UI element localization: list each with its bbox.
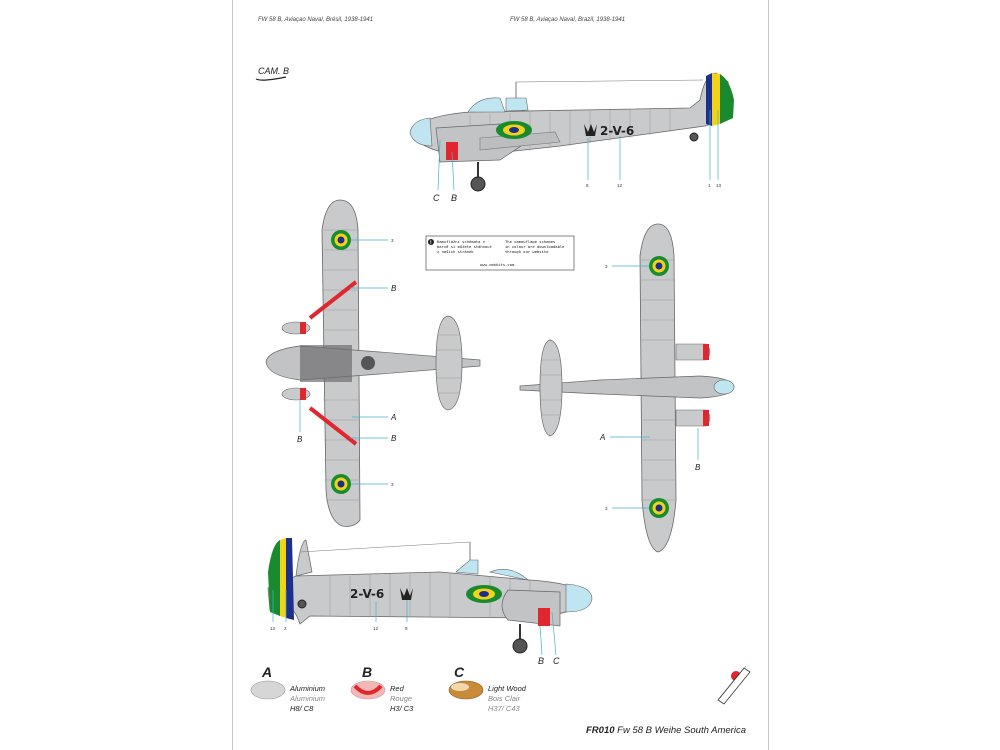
plan-view-underside: 3 A B 3 [519,223,735,553]
manufacturer-logo [717,665,751,705]
legend-b-code: H3/ C3 [390,704,414,713]
info-icon [428,239,434,245]
legend-b-fr: Rouge [390,694,413,703]
side-view-left-facing: 2-V-6 C B 8 12 1 13 [409,72,734,203]
note-cz-2: barvě si můžete stáhnout [437,244,492,249]
kit-title: FR010 Fw 58 B Weihe South America [586,725,746,736]
callout-B-bottom: B [538,656,544,666]
note-en-3: through our website [505,249,549,254]
plan-view-upper: 3 B A B 3 B [265,199,481,527]
callout-lines-under [610,265,699,509]
registration-top: 2-V-6 [600,124,634,138]
legend-c-en: Light Wood [488,684,526,693]
note-url[interactable]: www.cmkkits.com [480,262,515,267]
callout-12-bottom: 12 [373,626,379,631]
roundel-under-top [649,256,669,276]
tailplane-plan [435,315,463,411]
kit-name: Fw 58 B Weihe South America [617,725,746,736]
camouflage-label: CAM. B [258,66,290,76]
wing-ribs [323,229,360,501]
note-en-1: The camouflage schemes [505,239,555,244]
legend-text-c: Light Wood Bois Clair H37/ C43 [488,684,526,714]
cockpit-area [300,345,352,382]
gun-ring [361,356,375,370]
legend-code-c: C [454,664,465,680]
callout-B-plan-b: B [391,434,397,443]
header-left: FW 58 B, Aviaçao Naval, Brésil, 1938-194… [258,17,374,23]
tailplane-under [539,339,563,437]
roundel-upper-left [331,230,351,250]
tail-wheel [689,132,699,142]
callout-C-bottom: C [553,656,560,666]
red-stripe-lower [308,406,358,446]
kit-code: FR010 [586,725,615,736]
callout-3-plan-b: 3 [391,482,394,487]
callout-2-bottom: 2 [284,626,287,631]
callout-3-under-b: 3 [605,506,608,511]
main-wheel [470,176,486,192]
note-cz-3: z našich stránek [437,249,474,254]
gun-position [505,97,529,112]
callout-9-bottom: 9 [405,626,408,631]
legend-text-a: Aluminium Aluminium H8/ C8 [290,684,325,714]
note-en-2: in colour are downloadable [505,244,565,249]
registration-bottom: 2-V-6 [350,587,384,601]
legend-a-en: Aluminium [290,684,326,693]
callout-13-top: 13 [716,183,722,188]
rudder-stripes [720,74,734,124]
callout-lines-plan [299,239,388,485]
legend-code-b: B [362,664,373,680]
swatch-red [350,680,386,700]
callout-12-top: 12 [617,183,623,188]
nose-glazing-under [713,379,735,395]
callout-lines-top [437,110,719,191]
red-stripe-upper [308,280,358,320]
note-cz-1: Kamuflážní schémata v [437,239,486,244]
legend-c-fr: Bois Clair [488,694,521,703]
header-right: FW 58 B, Aviaçao Naval, Brazil, 1938-194… [510,17,626,23]
roundel-under-bottom [649,498,669,518]
callout-B-under: B [695,463,701,472]
red-band-bottom [538,608,550,626]
svg-text:!: ! [430,240,432,246]
callout-A-plan: A [390,413,396,422]
legend-c-code: H37/ C43 [488,704,520,713]
callout-1-top: 1 [708,183,711,188]
legend-b-en: Red [390,684,404,693]
cam-underline [255,76,287,81]
callout-A-under: A [599,433,605,442]
roundel-upper-right [331,474,351,494]
callout-B-plan-c: B [297,435,303,444]
squadron-emblem-bottom [400,588,413,600]
red-band [446,142,458,160]
callout-B-plan-a: B [391,284,397,293]
nose-glazing [409,117,433,147]
swatch-aluminium [250,680,286,700]
callout-C-top: C [433,193,440,203]
callout-B-top: B [451,193,457,203]
rudder-stripes-bottom [286,538,294,620]
antenna-wire [515,79,704,83]
tail-wheel-bottom [297,599,307,609]
legend-text-b: Red Rouge H3/ C3 [390,684,413,714]
engine-nacelle-bottom [501,589,561,627]
squadron-emblem [584,124,597,136]
nose-glazing-bottom [565,583,593,613]
website-note-box: ! Kamuflážní schémata v barvě si můžete … [425,235,575,271]
main-wheel-bottom [512,638,528,654]
callout-13-bottom: 13 [270,626,276,631]
canopy [467,97,506,113]
callout-3-plan-a: 3 [391,238,394,243]
callout-8-top: 8 [586,183,589,188]
callout-3-under-a: 3 [605,264,608,269]
legend-a-fr: Aluminium [290,694,326,703]
color-legend-swatches [250,680,484,700]
callout-lines-bottom [272,590,557,656]
side-view-right-facing: 2-V-6 13 2 12 9 B C [267,538,593,666]
legend-code-a: A [262,664,273,680]
legend-a-code: H8/ C8 [290,704,314,713]
